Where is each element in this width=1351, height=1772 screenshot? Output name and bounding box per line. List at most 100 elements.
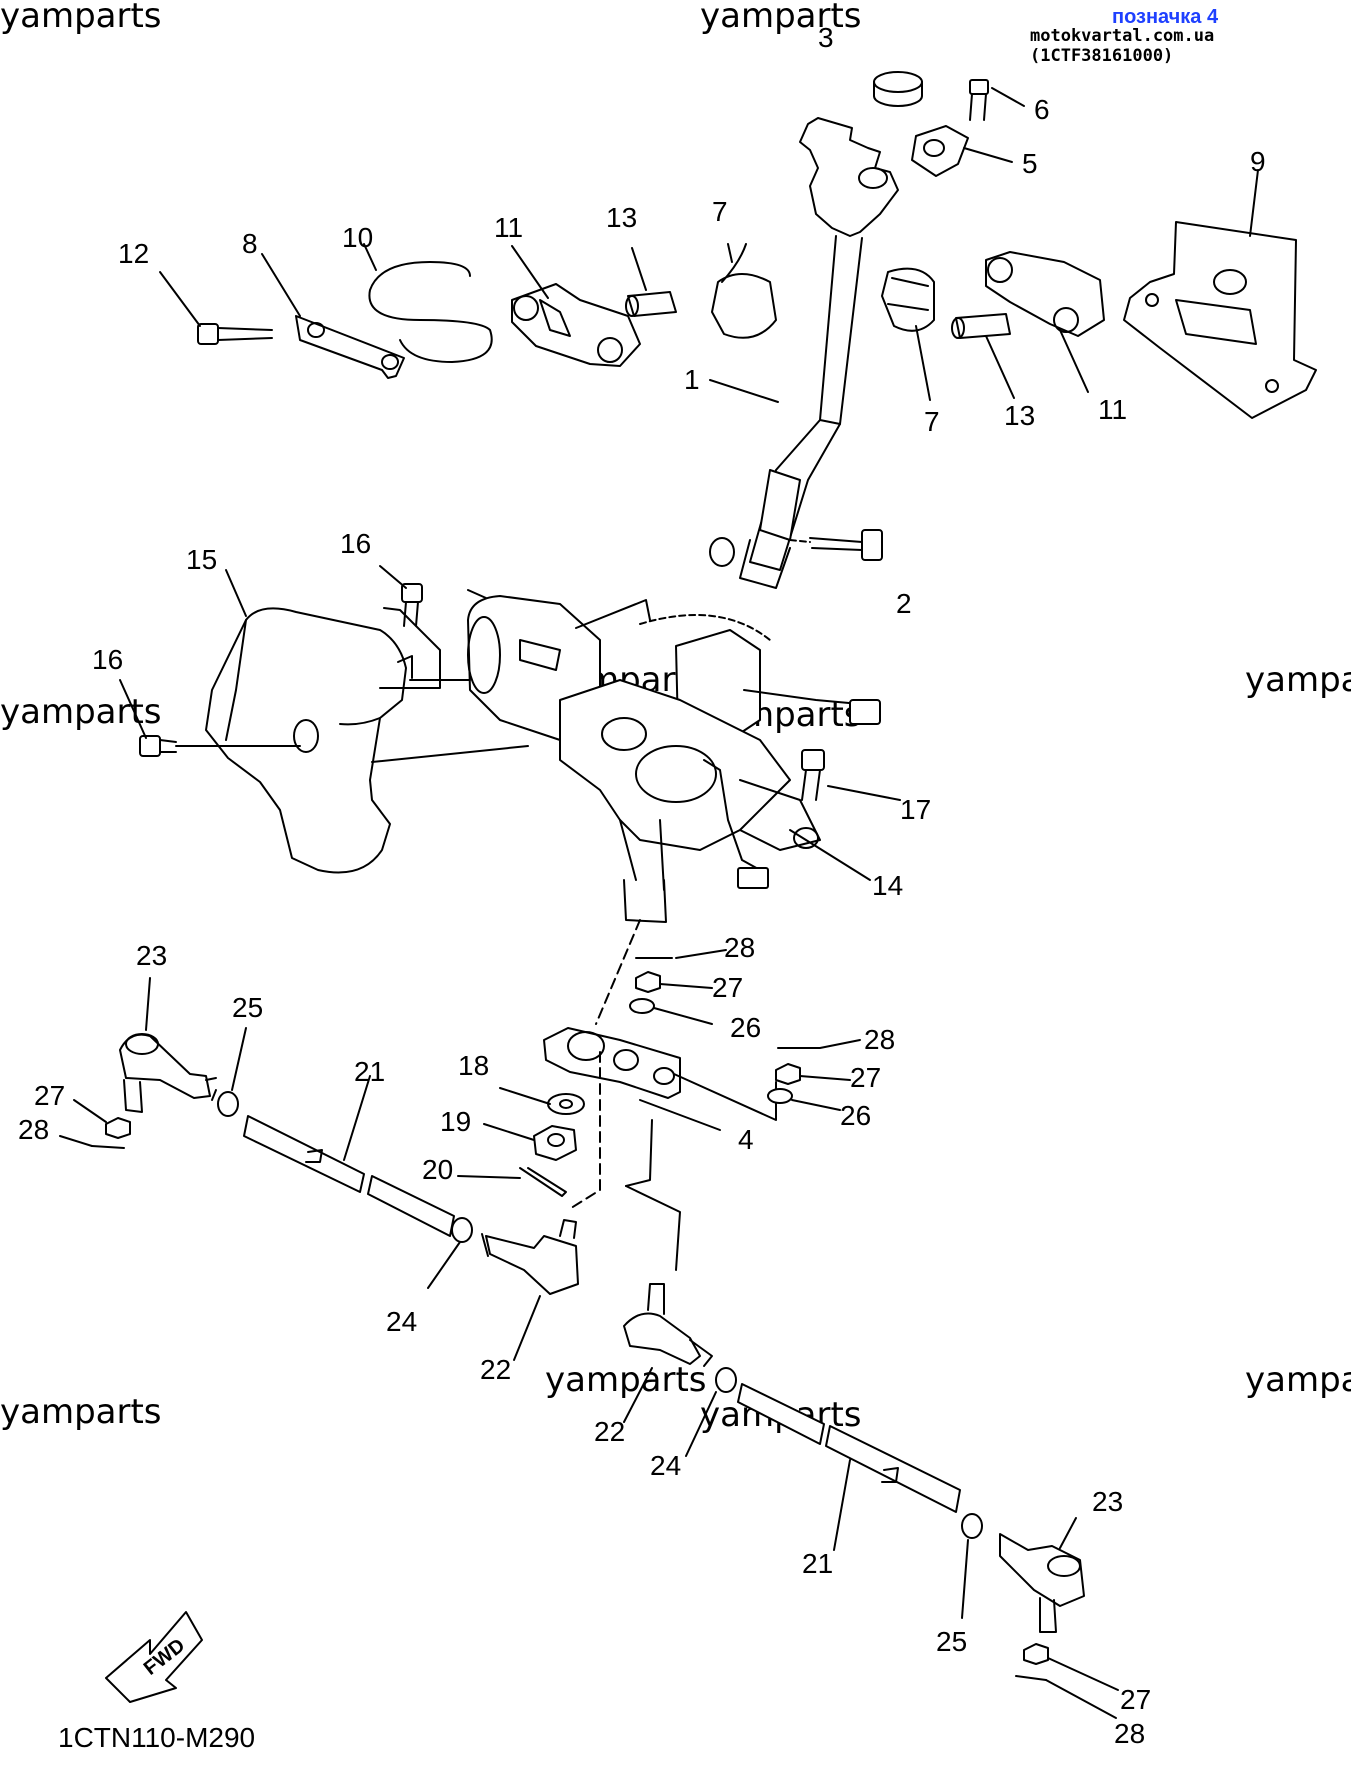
nut-27-bottom — [1023, 1643, 1119, 1691]
callout-27a: 27 — [712, 972, 744, 1003]
plate-8 — [261, 253, 405, 379]
watermark: yamparts — [545, 1360, 707, 1400]
tie-rod-end-23-left — [119, 977, 217, 1113]
cover-15 — [205, 569, 413, 874]
washer-26-right — [767, 1088, 841, 1111]
header-source: motokvartal.com.ua (1CTF38161000) — [1030, 26, 1215, 66]
nut-27-left — [73, 1099, 131, 1139]
axis-line — [625, 1119, 653, 1187]
callout-16a: 16 — [340, 528, 372, 559]
cotter-pin-20 — [457, 1167, 567, 1197]
cotter-pin-28-left — [59, 1135, 125, 1149]
callout-27d: 27 — [1120, 1684, 1152, 1715]
nut-19 — [483, 1123, 577, 1161]
axis-line — [567, 1051, 601, 1211]
callout-11b: 11 — [1098, 394, 1128, 425]
callout-28d: 28 — [1114, 1718, 1146, 1749]
callout-24a: 24 — [386, 1306, 418, 1337]
watermark: yamparts — [1245, 1360, 1351, 1400]
callout-23b: 23 — [1092, 1486, 1124, 1517]
axis-line — [625, 1185, 681, 1271]
tie-rod-end-23-right — [999, 1517, 1085, 1633]
callout-5: 5 — [1022, 148, 1038, 179]
callout-6: 6 — [1034, 94, 1050, 125]
cap-3 — [873, 71, 923, 107]
steering-column — [709, 117, 899, 589]
callout-10: 10 — [342, 222, 374, 253]
watermark: yamparts — [700, 0, 862, 36]
bracket-9 — [1123, 169, 1317, 419]
washer-26-upper — [629, 998, 713, 1025]
cotter-pin-28-right — [777, 1039, 861, 1049]
callout-25b: 25 — [936, 1626, 968, 1657]
callout-27b: 27 — [850, 1062, 882, 1093]
callout-27c: 27 — [34, 1080, 66, 1111]
fwd-arrow-icon — [105, 1611, 203, 1703]
cotter-pin-28-upper — [635, 949, 727, 959]
callout-15: 15 — [186, 544, 218, 575]
nut-27-right — [775, 1063, 851, 1085]
callout-19: 19 — [440, 1106, 472, 1137]
bolt-12 — [159, 271, 273, 345]
clamp-5 — [911, 125, 1013, 177]
bolt-16-left — [119, 679, 301, 757]
bolt-2 — [789, 529, 883, 561]
guide-line — [379, 607, 441, 689]
callout-7a: 7 — [712, 196, 728, 227]
callout-13a: 13 — [606, 202, 638, 233]
callout-21a: 21 — [354, 1056, 386, 1087]
leader-14 — [789, 829, 871, 881]
washer-18 — [499, 1087, 585, 1115]
header-tag: позначка 4 — [1112, 6, 1219, 28]
leader-1 — [709, 379, 779, 403]
watermark: yamparts — [0, 1392, 162, 1432]
callout-12: 12 — [118, 238, 150, 269]
callout-8: 8 — [242, 228, 258, 259]
callout-24b: 24 — [650, 1450, 682, 1481]
nut-27-upper — [635, 971, 713, 993]
callout-26b: 26 — [840, 1100, 872, 1131]
callout-23a: 23 — [136, 940, 168, 971]
bushing-7-left — [711, 243, 777, 339]
callout-2: 2 — [896, 588, 912, 619]
callout-28a: 28 — [724, 932, 756, 963]
tie-rod-21-left — [243, 1075, 455, 1237]
callout-16b: 16 — [92, 644, 124, 675]
callout-13b: 13 — [1004, 400, 1036, 431]
tie-rod-21-right — [737, 1383, 961, 1551]
callout-18: 18 — [458, 1050, 490, 1081]
callout-17: 17 — [900, 794, 932, 825]
nut-24-left — [427, 1217, 473, 1289]
callout-22b: 22 — [594, 1416, 626, 1447]
collar-13-left — [625, 247, 677, 317]
callout-28b: 28 — [864, 1024, 896, 1055]
guide-line — [371, 745, 529, 763]
tie-rod-end-22-left — [481, 1219, 579, 1361]
holder-11-right — [985, 251, 1105, 393]
pitman-arm-4 — [543, 1027, 777, 1131]
nut-24-right — [685, 1367, 737, 1457]
tie-rod-end-22-right — [623, 1283, 713, 1423]
callout-28c: 28 — [18, 1114, 50, 1145]
callout-1: 1 — [684, 364, 700, 395]
callout-20: 20 — [422, 1154, 454, 1185]
bolt-17 — [801, 749, 901, 801]
nut-25-right — [961, 1513, 983, 1619]
callout-11a: 11 — [494, 212, 524, 243]
holder-11-left — [511, 245, 641, 367]
callout-3: 3 — [818, 22, 834, 53]
callout-21b: 21 — [802, 1548, 834, 1579]
bolt-6 — [969, 79, 1025, 121]
cotter-pin-28-bottom — [1015, 1675, 1117, 1719]
bolt-16-top — [379, 565, 423, 627]
callout-22a: 22 — [480, 1354, 512, 1385]
nut-25-left — [217, 1027, 247, 1117]
callout-9: 9 — [1250, 146, 1266, 177]
callout-26a: 26 — [730, 1012, 762, 1043]
collar-13-right — [951, 313, 1015, 399]
callout-25a: 25 — [232, 992, 264, 1023]
callout-7b: 7 — [924, 406, 940, 437]
bushing-7-right — [881, 267, 935, 401]
spring-10 — [363, 243, 493, 363]
